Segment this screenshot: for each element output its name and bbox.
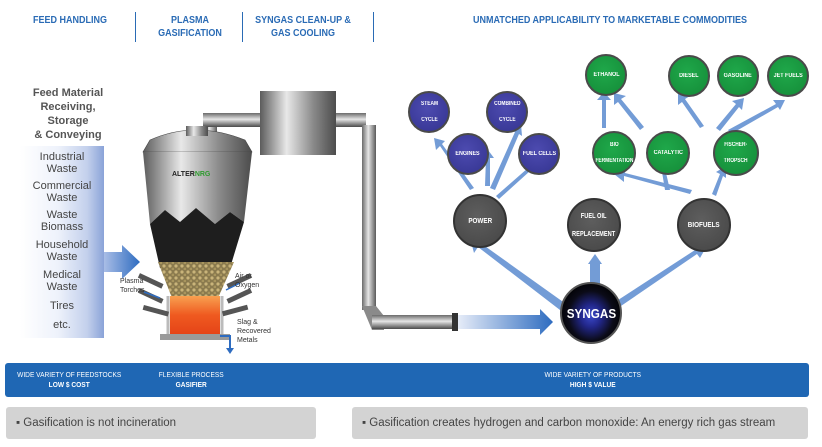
gasifier-base	[160, 334, 230, 340]
feed-title: Feed Material Receiving, Storage & Conve…	[30, 86, 106, 142]
node-jet-fuels: JET FUELS	[767, 55, 809, 97]
syngas-inlet-arrow	[458, 309, 553, 335]
header-plasma-line-2: GASIFICATION	[158, 28, 222, 39]
header-plasma-gasification: PLASMA GASIFICATION	[145, 14, 235, 40]
pipe-flange	[452, 313, 458, 331]
pipe-bottom	[372, 315, 456, 329]
node-fischer-tropsch: FISCHER-TROPSCH	[713, 130, 759, 176]
slag-arrow	[220, 335, 231, 350]
feed-item-etc: etc.	[53, 319, 71, 331]
node-catalytic: CATALYTIC	[646, 131, 690, 175]
header-divider	[373, 12, 374, 42]
feed-title-line: Feed Material	[32, 87, 104, 99]
header-divider	[242, 12, 243, 42]
node-biofuels: BIOFUELS	[677, 198, 731, 252]
pipe-down	[362, 125, 376, 310]
header-applicability: UNMATCHED APPLICABILITY TO MARKETABLE CO…	[472, 15, 747, 26]
header-syngas-line-1: SYNGAS CLEAN-UP &	[255, 15, 351, 26]
node-engines: ENGINES	[447, 133, 489, 175]
gasifier-chamber	[150, 208, 244, 268]
gasifier-brand: ALTERNRG	[172, 171, 211, 178]
distribution-arrows	[434, 92, 785, 310]
header-divider	[135, 12, 136, 42]
gasifier-cap	[186, 126, 208, 136]
node-fuel-cells: FUEL CELLS	[518, 133, 560, 175]
node-power: POWER	[453, 194, 507, 248]
header-feed-handling: FEED HANDLING	[32, 15, 107, 26]
header-syngas-line-2: GAS COOLING	[270, 28, 336, 39]
node-ethanol: ETHANOL	[585, 54, 627, 96]
note-not-incineration: ▪ Gasification is not incineration	[6, 407, 316, 439]
note-energy-rich-gas: ▪ Gasification creates hydrogen and carb…	[352, 407, 808, 439]
header-plasma-line-1: PLASMA	[170, 15, 209, 26]
value-chain-bar	[5, 363, 809, 397]
node-gasoline: GASOLINE	[717, 55, 759, 97]
header-syngas-cleanup: SYNGAS CLEAN-UP & GAS COOLING	[250, 14, 356, 40]
feed-title-line: Storage	[47, 115, 89, 127]
gasifier-feed-bed	[158, 262, 234, 298]
pipe-top-right	[336, 113, 366, 127]
node-syngas: SYNGAS	[560, 282, 622, 344]
pipe-top-left	[203, 113, 263, 127]
cooler-vessel	[260, 91, 336, 155]
gasifier-shell	[143, 152, 252, 224]
feed-item-tires: Tires	[49, 300, 75, 312]
feed-title-line: Receiving,	[40, 101, 96, 113]
gasifier-plasma-zone	[170, 296, 220, 334]
feed-arrow	[104, 245, 140, 279]
node-diesel: DIESEL	[668, 55, 710, 97]
gasifier-dome	[142, 129, 253, 153]
feed-title-line: & Conveying	[34, 129, 102, 141]
